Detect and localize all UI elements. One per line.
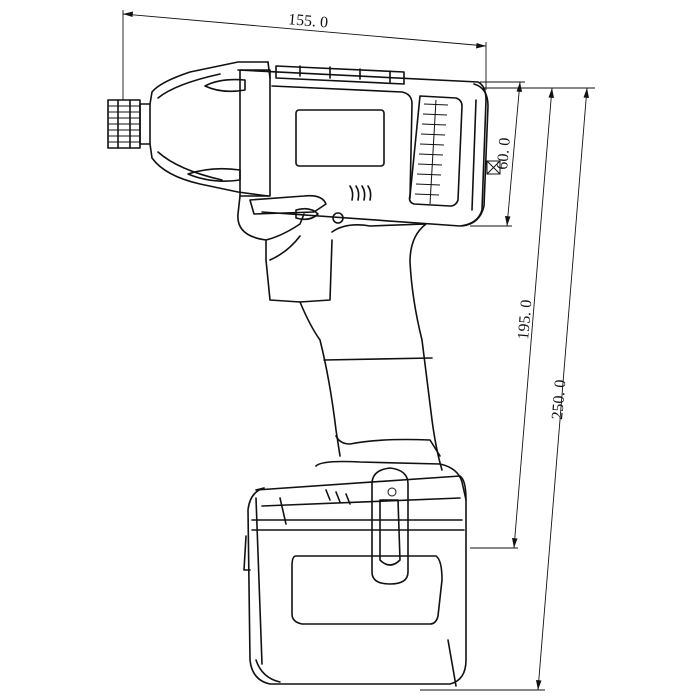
width-label: 155. 0 <box>287 11 328 31</box>
arrow-right-icon <box>476 43 486 49</box>
chuck-icon <box>107 99 151 149</box>
battery-pack-icon <box>243 460 467 687</box>
diameter-square-icon <box>486 160 501 175</box>
impact-driver-drawing <box>107 61 489 687</box>
grip-height-label: 195. 0 <box>515 299 535 340</box>
arrow-left-icon <box>123 11 133 17</box>
width-dimension: 155. 0 <box>122 10 487 100</box>
total-height-dimension: 250. 0 <box>420 87 595 691</box>
total-height-label: 250. 0 <box>549 379 569 420</box>
diameter-label: 60. 0 <box>494 137 514 170</box>
vent-grid-icon <box>408 95 463 207</box>
diameter-dimension: 60. 0 <box>470 81 525 227</box>
